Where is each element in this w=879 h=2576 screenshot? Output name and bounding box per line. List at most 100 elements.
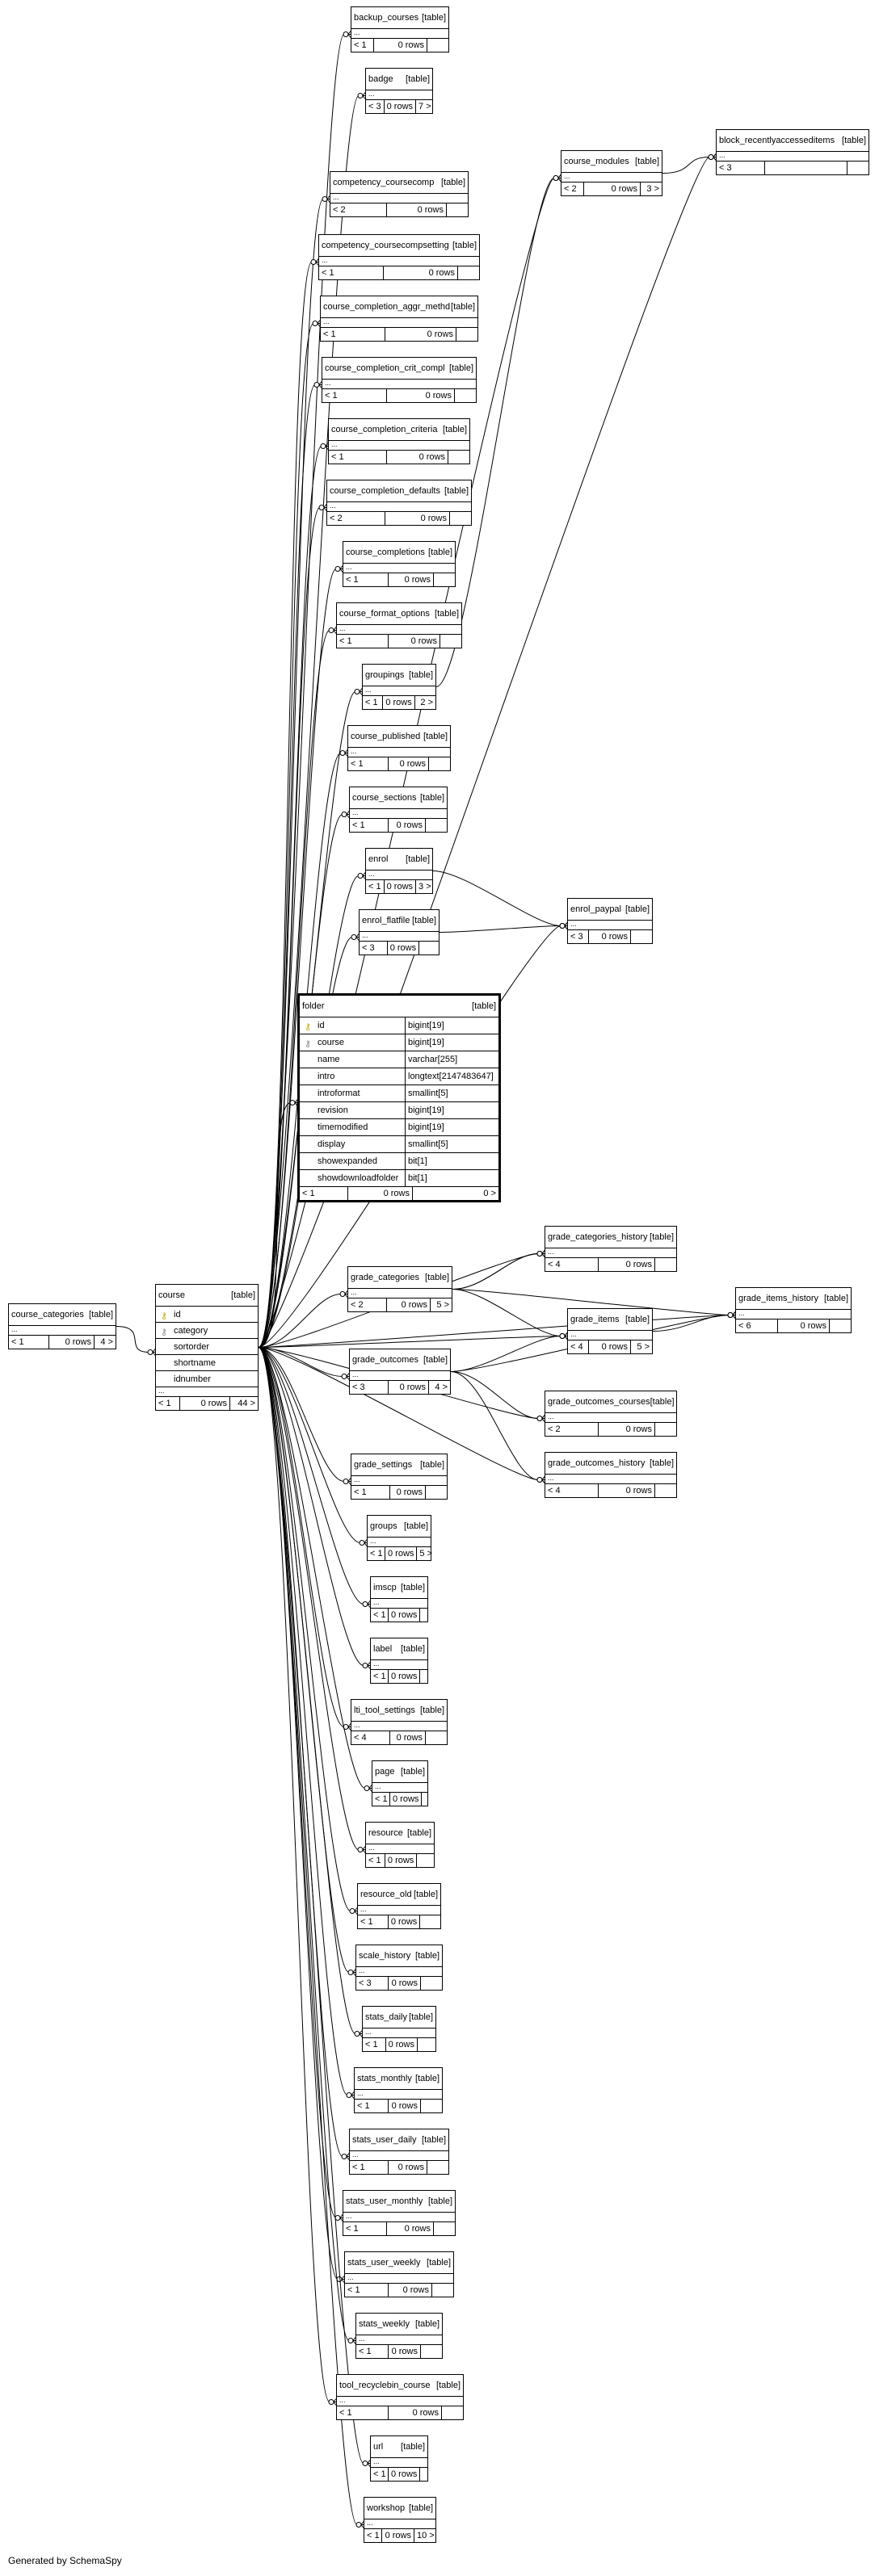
parent-count: < 1 xyxy=(351,1486,390,1499)
row-count: 0 rows xyxy=(599,1484,655,1497)
edge-course-groups-crowfoot xyxy=(364,1539,368,1543)
table-kind: [table] xyxy=(404,1521,428,1531)
table-kind: [table] xyxy=(412,916,436,925)
table-course-completion-crit-compl[interactable]: course_completion_crit_compl[table] ... … xyxy=(322,357,477,403)
row-count: 0 rows xyxy=(778,1319,830,1332)
table-course-completion-defaults[interactable]: course_completion_defaults[table] ... < … xyxy=(326,480,472,526)
table-name: tool_recyclebin_course xyxy=(339,2381,431,2390)
table-name: enrol_paypal xyxy=(570,904,621,914)
table-kind: [table] xyxy=(420,1460,444,1470)
parent-count: < 1 xyxy=(355,2100,389,2112)
column-name: display xyxy=(318,1139,346,1149)
child-count xyxy=(426,1731,447,1744)
row-count: 0 rows xyxy=(390,1486,426,1499)
ellipsis-row: ... xyxy=(351,29,448,39)
ellipsis-row: ... xyxy=(9,1326,116,1336)
table-kind: [table] xyxy=(451,302,475,312)
child-count xyxy=(417,1854,434,1867)
edge-course-enrol_flatfile-crowfoot xyxy=(355,933,360,938)
edge-course-grade_outcomes-crowfoot xyxy=(346,1376,350,1380)
edge-course-stats_monthly-crowfoot xyxy=(351,2095,355,2099)
table-course[interactable]: course[table] ⚷id ⚷category sortorder sh… xyxy=(155,1284,259,1411)
row-count: 0 rows xyxy=(348,1187,413,1200)
edge-course-workshop-crowfoot xyxy=(360,2524,364,2528)
parent-count: < 3 xyxy=(360,942,388,954)
table-course-completion-criteria[interactable]: course_completion_criteria[table] ... < … xyxy=(328,418,470,464)
row-count: 0 rows xyxy=(389,1670,421,1683)
table-name: grade_outcomes_courses xyxy=(548,1397,650,1407)
edge-grade_categories-grade_categories_history-optional-marker xyxy=(536,1251,543,1257)
parent-count: < 1 xyxy=(345,2284,389,2297)
ellipsis-row: ... xyxy=(561,173,662,183)
edge-course-resource xyxy=(258,1347,360,1850)
child-count xyxy=(419,942,439,954)
edge-course-grade_settings-crowfoot xyxy=(347,1481,351,1485)
edge-grade_categories-grade_items xyxy=(452,1289,561,1336)
ellipsis-row: ... xyxy=(337,625,461,635)
child-count xyxy=(427,39,448,52)
child-count xyxy=(631,930,652,943)
edge-course-stats_weekly-crowfoot xyxy=(352,2337,356,2341)
row-count: 0 rows xyxy=(389,2345,421,2358)
column-type: bigint[19] xyxy=(405,1034,498,1051)
table-block-recentlyaccesseditems[interactable]: block_recentlyaccesseditems[table] ... <… xyxy=(716,129,869,175)
edge-course-page-optional-marker xyxy=(364,1785,370,1791)
edge-course-stats_monthly-optional-marker xyxy=(346,2092,352,2098)
edge-course-stats_user_daily-optional-marker xyxy=(341,2154,347,2159)
table-kind: [table] xyxy=(406,854,430,864)
row-count: 0 rows xyxy=(389,2100,421,2112)
edge-course-workshop-optional-marker xyxy=(355,2522,362,2528)
column-name: shortname xyxy=(174,1357,216,1368)
table-course-completion-aggr-methd[interactable]: course_completion_aggr_methd[table] ... … xyxy=(320,296,478,342)
ellipsis-row: ... xyxy=(356,2335,442,2345)
table-kind: [table] xyxy=(435,609,459,619)
table-kind: [table] xyxy=(415,2319,440,2329)
table-name: course_format_options xyxy=(339,609,430,619)
edge-enrol-enrol_paypal xyxy=(432,871,561,926)
child-count xyxy=(420,1670,427,1683)
table-name: course_sections xyxy=(352,793,417,803)
edge-course-course_completion_criteria-optional-marker xyxy=(320,443,326,449)
table-competency-coursecompsetting[interactable]: competency_coursecompsetting[table] ... … xyxy=(318,234,480,280)
table-name: imscp xyxy=(373,1583,397,1592)
